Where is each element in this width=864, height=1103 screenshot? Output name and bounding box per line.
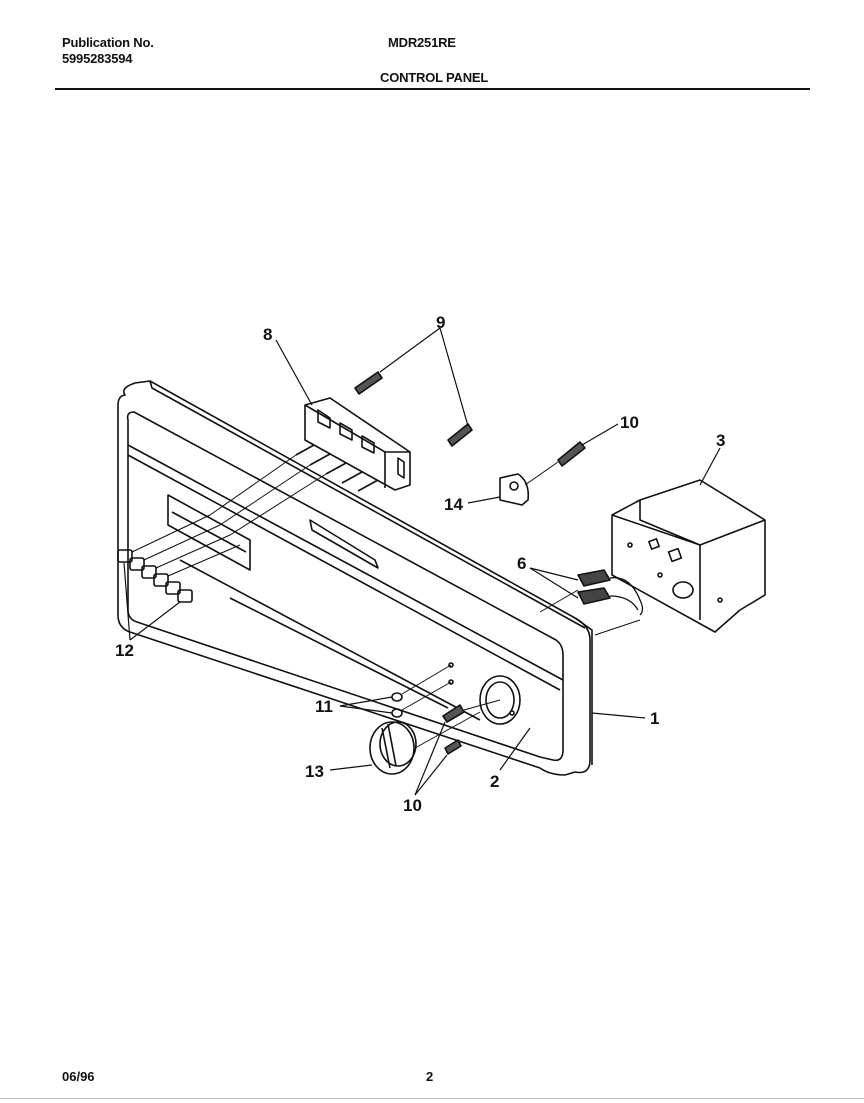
model-number: MDR251RE: [388, 35, 456, 50]
callout-8: 8: [263, 325, 272, 344]
callout-10-bottom: 10: [403, 796, 422, 815]
header-rule: [55, 88, 810, 90]
control-panel-frame: [117, 380, 593, 776]
bottom-rule: [0, 1098, 864, 1099]
callout-13: 13: [305, 762, 324, 781]
callout-1: 1: [650, 709, 659, 728]
publication-number: 5995283594: [62, 51, 133, 66]
push-buttons-12: [117, 514, 241, 603]
timer-3: [611, 479, 766, 633]
publication-label: Publication No.: [62, 35, 154, 50]
screws-11: [391, 664, 452, 718]
screws-10-bottom: [442, 699, 501, 755]
callout-12: 12: [115, 641, 134, 660]
footer-date: 06/96: [62, 1069, 95, 1084]
callout-3: 3: [716, 431, 725, 450]
section-title: CONTROL PANEL: [380, 70, 489, 85]
screws-9: [354, 371, 473, 447]
knob-13: [369, 711, 481, 775]
callout-11: 11: [315, 697, 333, 716]
switch-block: [209, 397, 411, 536]
leader-lines: [123, 327, 721, 796]
screw-10-top: [524, 441, 586, 486]
page-number: 2: [426, 1069, 434, 1084]
callout-14: 14: [444, 495, 463, 514]
clamp-14: [499, 473, 530, 506]
callout-9: 9: [436, 313, 445, 332]
callout-2: 2: [490, 772, 499, 791]
callout-6: 6: [517, 554, 526, 573]
wire-harness-6: [539, 569, 644, 636]
callout-10-top: 10: [620, 413, 639, 432]
